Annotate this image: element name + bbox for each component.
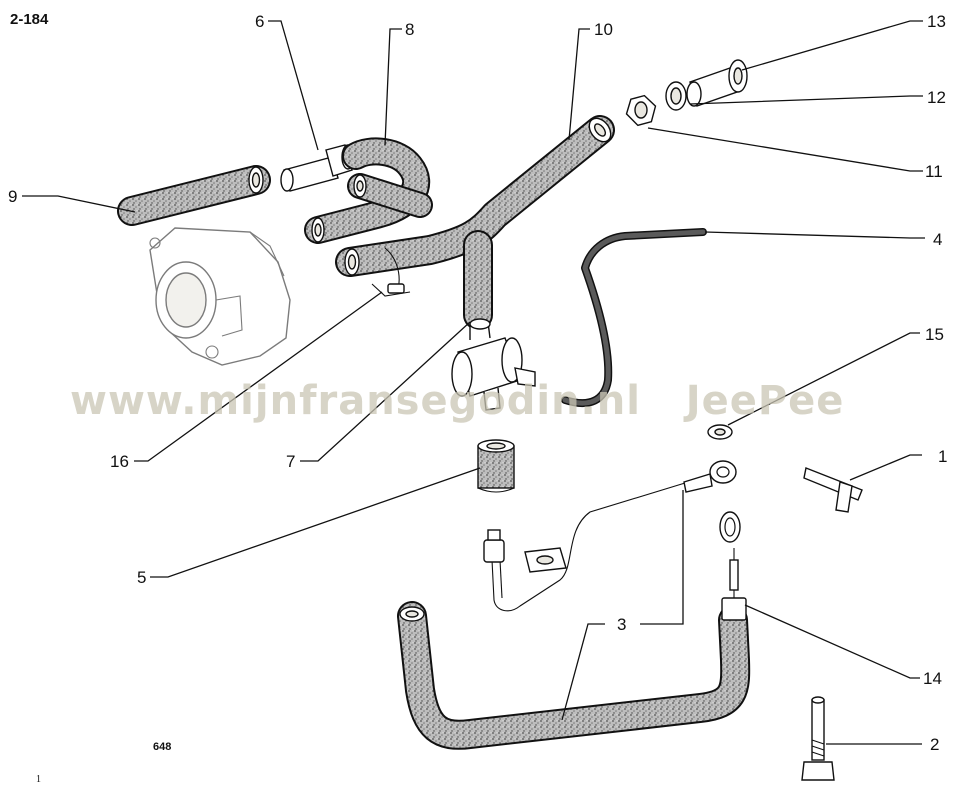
callout-6: 6 — [255, 12, 264, 31]
part-5-sleeve — [477, 439, 515, 493]
part-1-key — [803, 467, 863, 513]
callout-1: 1 — [938, 447, 947, 466]
callout-labels: 1 2 3 4 5 6 7 8 9 10 11 12 13 14 15 16 — [8, 12, 947, 754]
callout-15: 15 — [925, 325, 944, 344]
callout-11: 11 — [925, 162, 943, 181]
callout-12: 12 — [927, 88, 946, 107]
callout-4: 4 — [933, 230, 942, 249]
callout-3: 3 — [617, 615, 626, 634]
callout-5: 5 — [137, 568, 146, 587]
callout-9: 9 — [8, 187, 17, 206]
housing-outline — [149, 227, 291, 366]
callout-7: 7 — [286, 452, 295, 471]
part-13-fitting — [686, 59, 748, 107]
part-7-tee-union — [451, 318, 536, 411]
part-9-straight-hose — [117, 165, 271, 226]
part-12-washer — [665, 81, 687, 111]
part-2-bolt — [801, 696, 835, 781]
part-14-sender — [719, 511, 747, 621]
callout-13: 13 — [927, 12, 946, 31]
part-10-y-hose — [335, 115, 615, 330]
callout-8: 8 — [405, 20, 414, 39]
callout-10: 10 — [594, 20, 613, 39]
part-16-hose-clip — [371, 247, 411, 297]
leader-lines — [22, 20, 925, 745]
part-15-washer — [707, 424, 733, 440]
callout-14: 14 — [923, 669, 942, 688]
plate-number: 2-184 — [10, 11, 49, 28]
page-marker: 1 — [36, 774, 41, 785]
figure-code: 648 — [153, 741, 171, 753]
callout-16: 16 — [110, 452, 129, 471]
callout-2: 2 — [930, 735, 939, 754]
long-u-hose — [397, 601, 751, 750]
watermark: www.mijnfransegodin.nl JeePee — [70, 378, 844, 424]
part-8-bent-hose — [304, 137, 433, 244]
part-11-nut — [625, 94, 657, 127]
part-3-sensor-wire — [483, 460, 737, 612]
part-4-rigid-rod — [561, 228, 707, 408]
